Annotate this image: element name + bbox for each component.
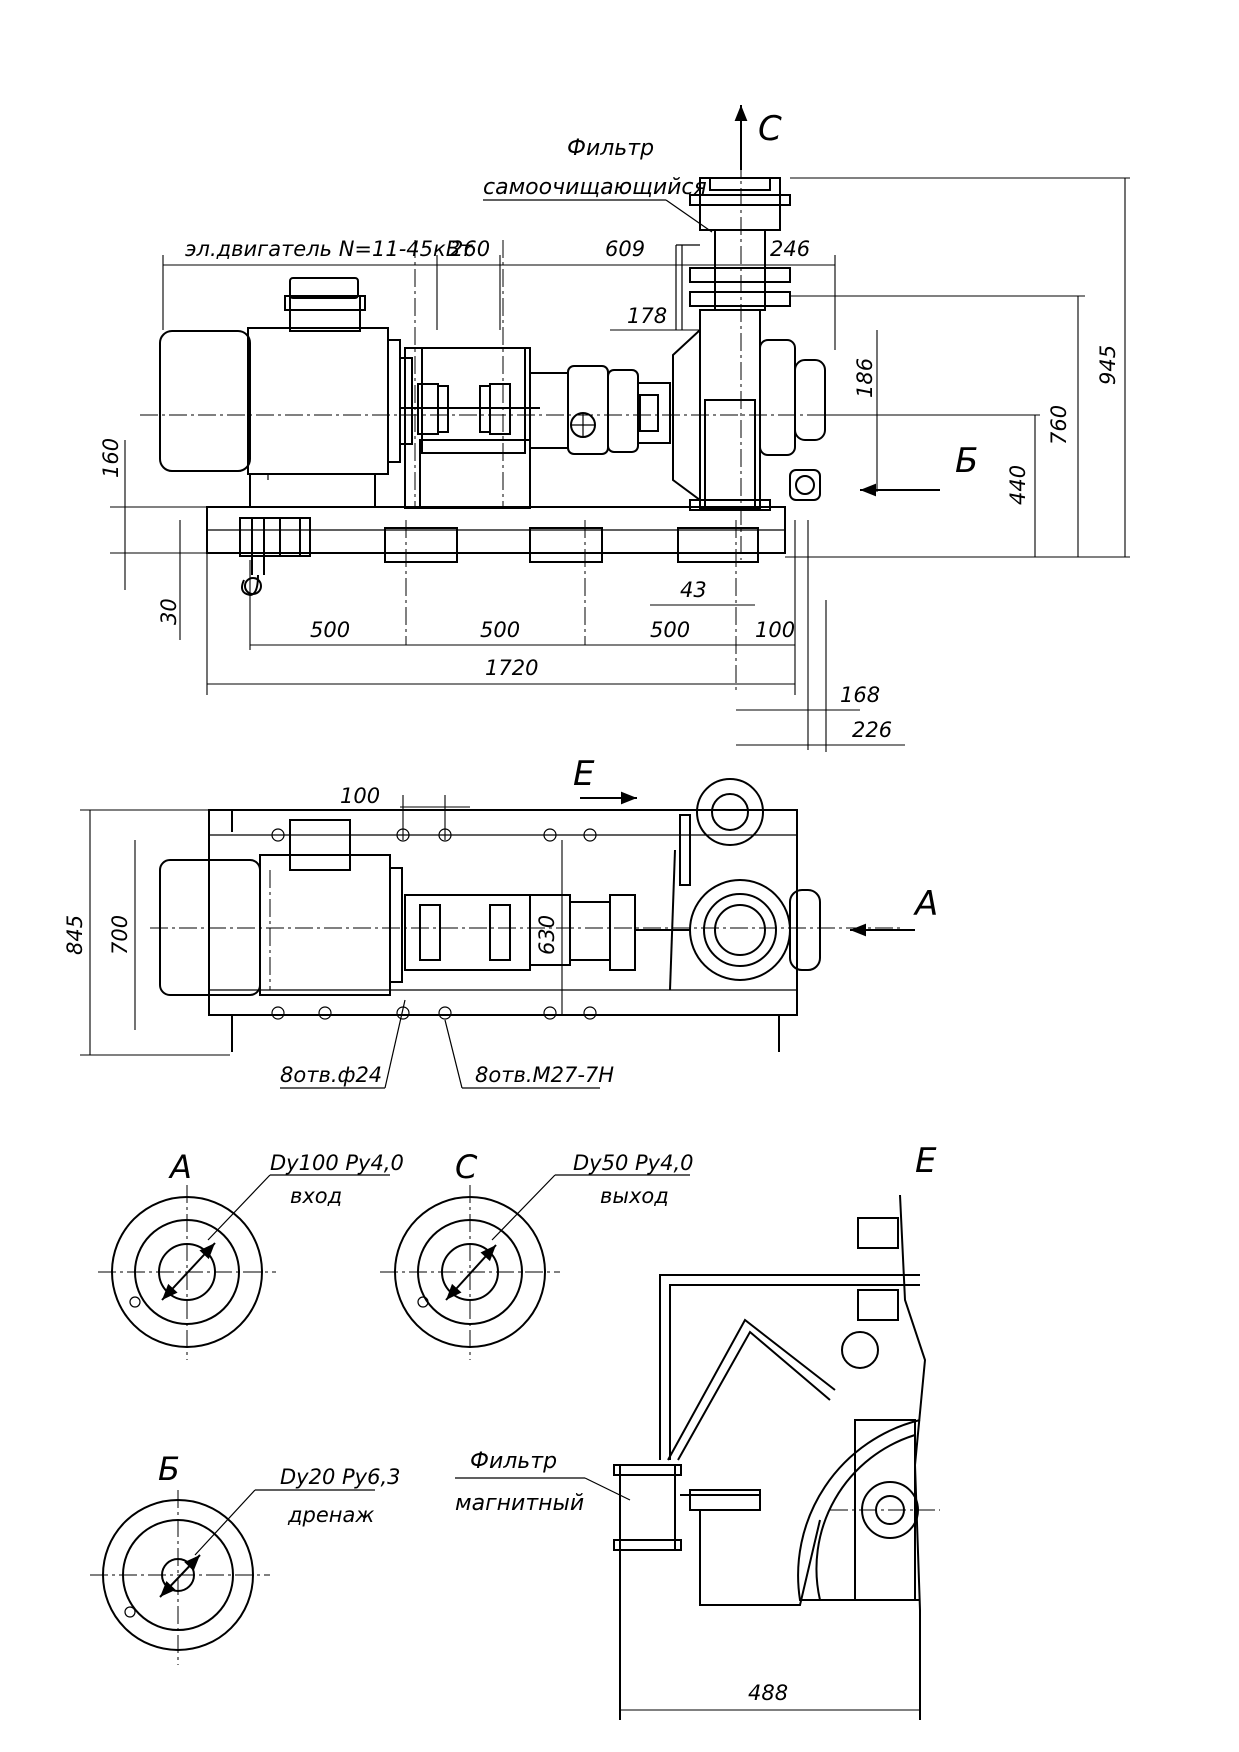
flange-a-spec: Dy100 Py4,0 [270,1151,404,1175]
plan-view: A E 100 845 700 630 8отв.ф24 8отв.М27-7Н [63,754,938,1089]
holes-m27-label: 8отв.М27-7Н [475,1063,614,1087]
dim-500-2: 500 [480,618,520,642]
flange-b-purpose: дренаж [287,1503,374,1527]
dim-178: 178 [627,304,667,328]
dim-845: 845 [63,915,87,955]
dim-43: 43 [680,578,707,602]
side-view: C Б Фильтр самоочищающийся эл.двигатель … [99,105,1130,752]
filter-mag-label-2: магнитный [455,1491,584,1516]
dim-100: 100 [755,618,795,642]
coupling-guard [400,347,540,509]
dim-1720: 1720 [485,656,538,680]
flange-c-spec: Dy50 Py4,0 [573,1151,693,1175]
electric-motor [159,277,413,508]
dim-246: 246 [770,237,810,261]
flange-b-title: Б [158,1450,180,1488]
dim-186: 186 [853,358,877,398]
dim-260: 260 [450,237,490,261]
dim-500-1: 500 [310,618,350,642]
section-b-label: Б [955,441,978,481]
motor-label: эл.двигатель N=11-45кВт [185,237,473,261]
dim-168: 168 [840,683,880,707]
dim-700: 700 [108,915,132,955]
filter-self-label-1: Фильтр [567,136,654,161]
dim-100-plan: 100 [340,784,380,808]
dim-760: 760 [1047,405,1071,445]
lifting-hook [239,517,311,597]
section-c-label: C [758,109,782,149]
view-e-title: E [915,1141,937,1181]
dim-160: 160 [99,438,123,478]
section-a-label: A [913,884,938,924]
dim-488: 488 [748,1681,788,1705]
filter-mag-label-1: Фильтр [470,1449,557,1474]
flange-b-spec: Dy20 Py6,3 [280,1465,400,1489]
dim-630: 630 [535,915,559,955]
view-e: E 488 Фильтр магнитный [455,1141,940,1720]
flange-a-purpose: вход [290,1184,342,1208]
pump-casing [672,177,826,511]
dim-30: 30 [157,598,181,625]
flange-b: Б Dy20 Py6,3 дренаж [90,1450,400,1665]
dim-440: 440 [1006,465,1030,505]
flange-c-purpose: выход [600,1184,669,1208]
flange-a-title: A [168,1148,192,1186]
flange-c-title: C [455,1148,478,1186]
dim-500-3: 500 [650,618,690,642]
flange-a: A Dy100 Py4,0 вход [98,1148,404,1360]
plan-frame [208,809,798,1016]
view-e-label: E [573,754,595,794]
dim-226: 226 [852,718,892,742]
dim-609: 609 [605,237,645,261]
flange-c: C Dy50 Py4,0 выход [380,1148,693,1360]
dim-945: 945 [1096,345,1120,385]
holes-24-label: 8отв.ф24 [280,1063,382,1087]
filter-self-label-2: самоочищающийся [483,175,707,200]
gear-unit [529,365,671,455]
